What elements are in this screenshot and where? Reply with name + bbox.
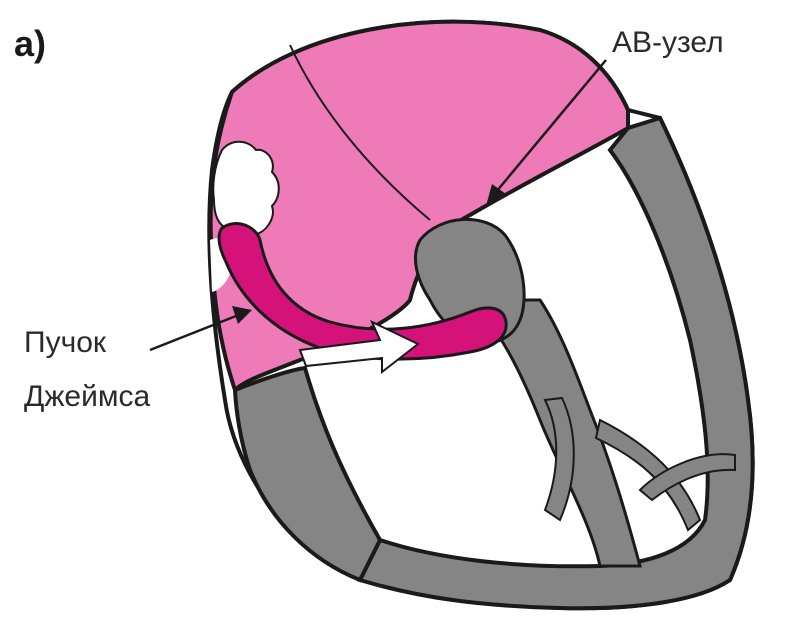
- james-bundle-label-line1: Пучок: [24, 328, 106, 358]
- panel-label: a): [14, 26, 46, 62]
- av-node-label: АВ-узел: [612, 28, 724, 58]
- james-bundle-label-line2: Джеймса: [24, 382, 150, 412]
- sinus-area: [213, 142, 278, 237]
